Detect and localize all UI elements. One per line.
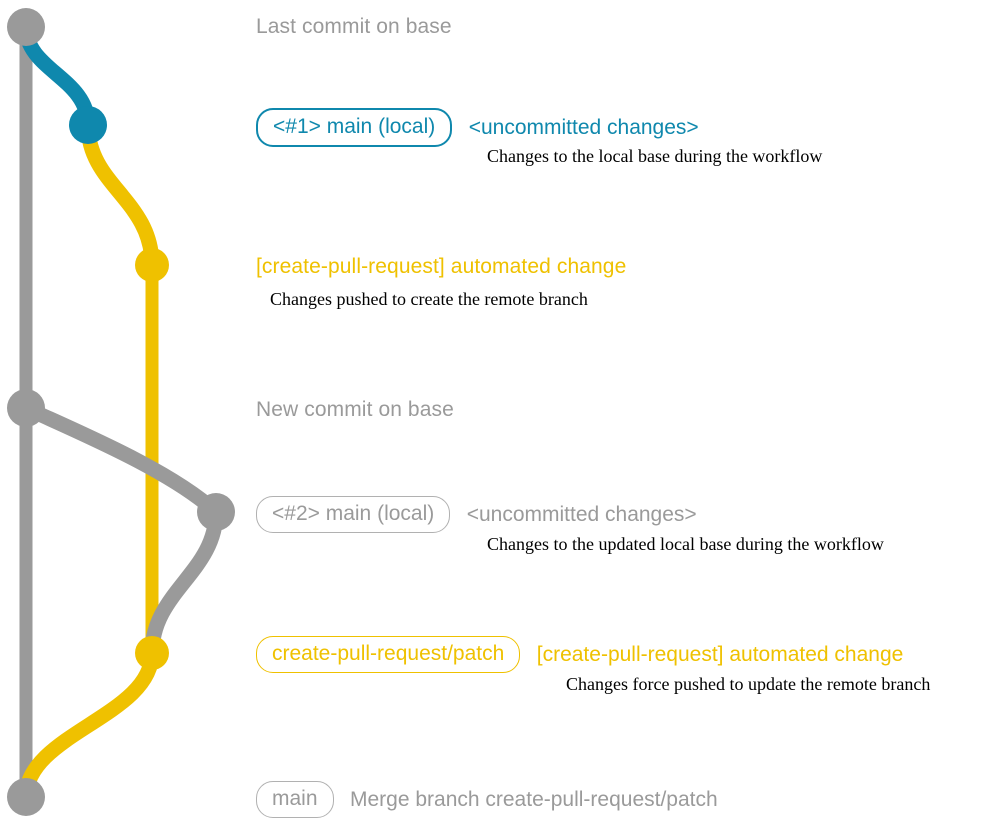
local-to-remote-line — [144, 504, 224, 661]
node-remote-commit-2 — [135, 636, 169, 670]
row-local-commit-1: <#1> main (local) <uncommitted changes> — [256, 108, 699, 147]
branch-badge-create-pull-request-patch[interactable]: create-pull-request/patch — [256, 636, 521, 673]
remote-branch-line-1 — [80, 117, 160, 273]
branch-badge-main[interactable]: main — [256, 781, 334, 818]
row-merge-commit-message: Merge branch create-pull-request/patch — [349, 788, 718, 811]
branch-badge-main-local-2[interactable]: <#2> main (local) — [256, 496, 451, 533]
branch-badge-main-local-1[interactable]: <#1> main (local) — [256, 108, 453, 147]
row-local-commit-1-description: Changes to the local base during the wor… — [487, 146, 823, 166]
row-remote-commit-1: [create-pull-request] automated change — [256, 254, 626, 279]
git-graph — [7, 8, 235, 816]
node-remote-commit-1 — [135, 248, 169, 282]
row-local-commit-1-message: <uncommitted changes> — [468, 116, 699, 139]
merge-line — [18, 645, 160, 805]
row-new-commit-on-base-headline: New commit on base — [256, 398, 454, 421]
node-merge-commit — [7, 778, 45, 816]
row-local-commit-2-message: <uncommitted changes> — [466, 503, 697, 526]
node-local-commit-2 — [197, 493, 235, 531]
row-last-commit-on-base: Last commit on base — [256, 14, 452, 39]
row-new-commit-on-base: New commit on base — [256, 397, 454, 422]
row-merge-commit: main Merge branch create-pull-request/pa… — [256, 781, 718, 818]
row-remote-commit-2-message: [create-pull-request] automated change — [536, 643, 904, 666]
row-remote-commit-1-description: Changes pushed to create the remote bran… — [270, 289, 588, 309]
row-local-commit-2: <#2> main (local) <uncommitted changes> — [256, 496, 697, 533]
row-remote-commit-2: create-pull-request/patch [create-pull-r… — [256, 636, 903, 673]
row-remote-commit-1-headline: [create-pull-request] automated change — [256, 255, 627, 278]
row-last-commit-on-base-headline: Last commit on base — [256, 15, 452, 38]
local-branch-line-2 — [18, 400, 224, 520]
node-last-commit-on-base — [7, 8, 45, 46]
row-remote-commit-2-description: Changes force pushed to update the remot… — [566, 674, 931, 694]
node-local-commit-1 — [69, 106, 107, 144]
node-new-commit-on-base — [7, 389, 45, 427]
row-local-commit-2-description: Changes to the updated local base during… — [487, 534, 884, 554]
